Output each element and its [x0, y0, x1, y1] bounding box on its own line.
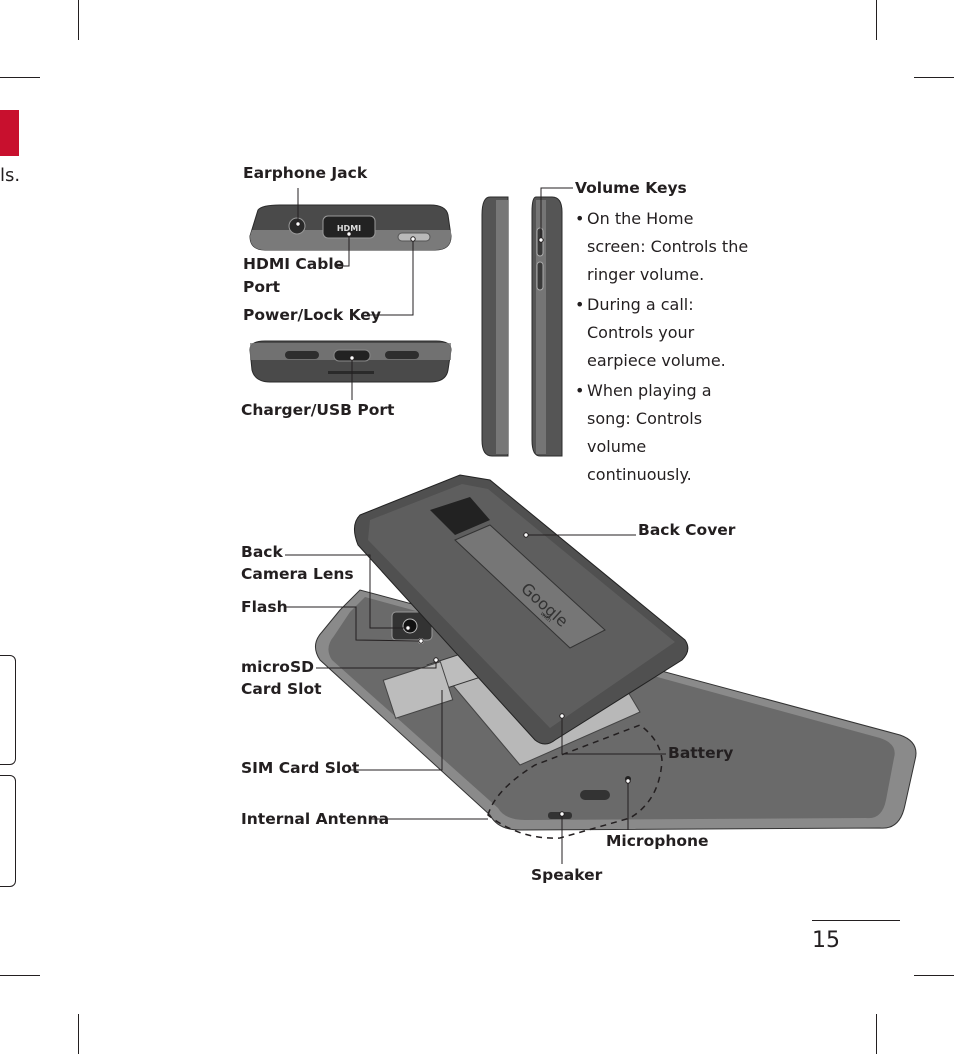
crop-mark	[914, 975, 954, 976]
speaker-label: Speaker	[531, 866, 603, 884]
back-cover-label: Back Cover	[638, 521, 736, 539]
hdmi-logo: HDMI	[337, 224, 361, 233]
phone-bottom-view	[249, 340, 452, 383]
internal-antenna-outline	[487, 724, 663, 839]
bullet-text: During a call: Controls your earpiece vo…	[587, 295, 726, 370]
bullet-dot: •	[575, 209, 585, 228]
crop-mark	[78, 0, 79, 40]
microsd-label-line2: Card Slot	[241, 680, 322, 698]
index-tab-outline	[0, 655, 16, 765]
index-tab-outline	[0, 775, 16, 887]
crop-mark	[0, 77, 40, 78]
hdmi-port-label-line1: HDMI Cable	[243, 255, 345, 273]
volume-keys-description: •On the Home screen: Controls the ringer…	[575, 205, 755, 491]
camera-lens-icon	[402, 618, 418, 634]
bullet-dot: •	[575, 295, 585, 314]
section-tab	[0, 110, 19, 156]
crop-mark	[876, 0, 877, 40]
bullet-text: On the Home screen: Controls the ringer …	[587, 209, 749, 284]
speaker-grille-icon	[385, 351, 419, 359]
microsd-label-line1: microSD	[241, 658, 314, 676]
phone-side-view	[481, 196, 563, 457]
flash-label: Flash	[241, 598, 288, 616]
sim-slot-label: SIM Card Slot	[241, 759, 360, 777]
microphone-label: Microphone	[606, 832, 709, 850]
leader-lines	[285, 187, 666, 864]
list-item: •During a call: Controls your earpiece v…	[575, 291, 755, 375]
battery-label: Battery	[668, 744, 734, 762]
crop-mark	[78, 1014, 79, 1054]
hdmi-port-label-line2: Port	[243, 278, 281, 296]
page-number: 15	[812, 928, 840, 953]
camera-label-line2: Camera Lens	[241, 565, 354, 583]
list-item: •When playing a song: Controls volume co…	[575, 377, 755, 489]
power-key-label: Power/Lock Key	[243, 306, 381, 324]
earphone-jack-label: Earphone Jack	[243, 164, 368, 182]
margin-text-fragment: ls.	[0, 165, 21, 186]
crop-mark	[0, 975, 40, 976]
leader-dots	[295, 221, 631, 817]
internal-antenna-label: Internal Antenna	[241, 810, 390, 828]
bullet-text: When playing a song: Controls volume con…	[587, 381, 712, 484]
phone-top-view: HDMI	[249, 204, 452, 251]
back-cover-view: Google with	[354, 474, 689, 745]
bullet-dot: •	[575, 381, 585, 400]
volume-key-icon	[536, 261, 544, 291]
sim-slot-icon	[382, 661, 454, 719]
list-item: •On the Home screen: Controls the ringer…	[575, 205, 755, 289]
page-number-rule	[812, 920, 900, 921]
speaker-grille-icon	[285, 351, 319, 359]
crop-mark	[914, 77, 954, 78]
volume-keys-label: Volume Keys	[575, 179, 687, 197]
crop-mark	[876, 1014, 877, 1054]
charger-port-label: Charger/USB Port	[241, 401, 395, 419]
camera-label-line1: Back	[241, 543, 283, 561]
